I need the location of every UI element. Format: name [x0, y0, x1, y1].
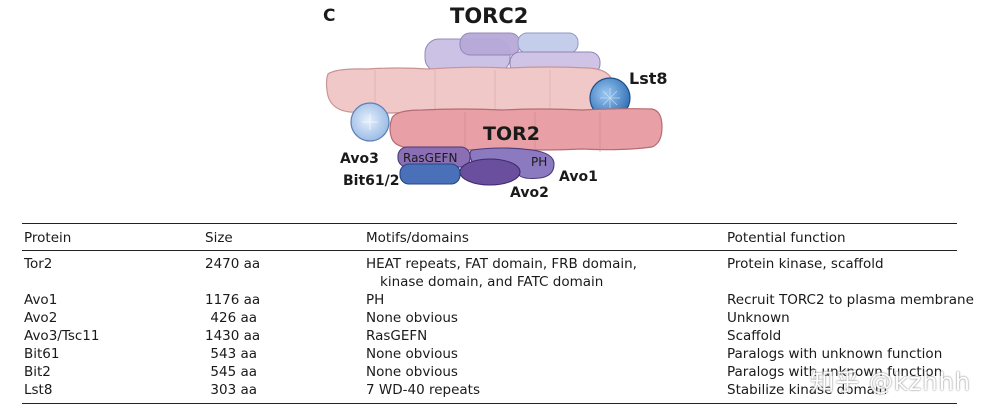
header-protein: Protein — [24, 230, 72, 246]
table-top-rule — [22, 223, 957, 224]
row-avo2-motifs: None obvious — [366, 310, 458, 326]
panel-letter: C — [323, 6, 336, 26]
avo3-label: Avo3 — [340, 151, 379, 167]
avo2-body — [459, 158, 521, 186]
header-function: Potential function — [727, 230, 846, 246]
torc2-diagram: C — [300, 0, 700, 210]
row-avo1-function: Recruit TORC2 to plasma membrane — [727, 292, 974, 308]
tor-upper-body — [325, 66, 614, 114]
row-bit61-size: 543 aa — [210, 346, 257, 362]
lst8-label: Lst8 — [629, 69, 668, 88]
row-bit61-motifs: None obvious — [366, 346, 458, 362]
row-avo1-size: 1176 aa — [205, 292, 261, 308]
header-size: Size — [205, 230, 233, 246]
row-tor2-function: Protein kinase, scaffold — [727, 256, 884, 272]
watermark: 知乎 @kzhhh — [810, 368, 971, 396]
row-avo1-motifs: PH — [366, 292, 385, 308]
torc2-title: TORC2 — [450, 4, 528, 28]
row-avo3-size: 1430 aa — [205, 328, 261, 344]
row-bit2-size: 545 aa — [210, 364, 257, 380]
row-bit2-motifs: None obvious — [366, 364, 458, 380]
avo1-label: Avo1 — [559, 169, 598, 185]
bit61-2-label: Bit61/2 — [343, 173, 400, 189]
row-bit2-protein: Bit2 — [24, 364, 51, 380]
row-avo2-function: Unknown — [727, 310, 790, 326]
row-tor2-motifs-line2: kinase domain, and FATC domain — [380, 274, 604, 290]
table-header-rule — [22, 250, 957, 251]
row-tor2-protein: Tor2 — [24, 256, 53, 272]
row-avo3-function: Scaffold — [727, 328, 782, 344]
row-avo3-protein: Avo3/Tsc11 — [24, 328, 100, 344]
row-lst8-motifs: 7 WD-40 repeats — [366, 382, 480, 398]
row-bit61-function: Paralogs with unknown function — [727, 346, 943, 362]
tor2-label: TOR2 — [483, 123, 540, 145]
row-avo3-motifs: RasGEFN — [366, 328, 428, 344]
ph-label: PH — [531, 155, 547, 169]
row-lst8-size: 303 aa — [210, 382, 257, 398]
row-avo1-protein: Avo1 — [24, 292, 58, 308]
avo3-sphere — [350, 102, 390, 142]
row-lst8-protein: Lst8 — [24, 382, 53, 398]
row-lst8-function: Stabilize kinase domain — [727, 382, 888, 398]
row-bit61-protein: Bit61 — [24, 346, 60, 362]
bit61-2-body — [399, 163, 461, 185]
row-tor2-size: 2470 aa — [205, 256, 261, 272]
avo2-label: Avo2 — [510, 185, 549, 201]
rasgefn-label: RasGEFN — [403, 151, 457, 165]
row-avo2-size: 426 aa — [210, 310, 257, 326]
header-motifs: Motifs/domains — [366, 230, 469, 246]
row-avo2-protein: Avo2 — [24, 310, 58, 326]
table-bottom-rule — [22, 403, 957, 404]
torc2-complex-svg: TORC2 Lst8 TOR2 Avo3 RasGEFN PH Avo1 Bit… — [325, 4, 668, 201]
row-bit2-function: Paralogs with unknown function — [727, 364, 943, 380]
row-tor2-motifs: HEAT repeats, FAT domain, FRB domain, — [366, 256, 637, 272]
top-lavender-blobs — [424, 32, 601, 75]
